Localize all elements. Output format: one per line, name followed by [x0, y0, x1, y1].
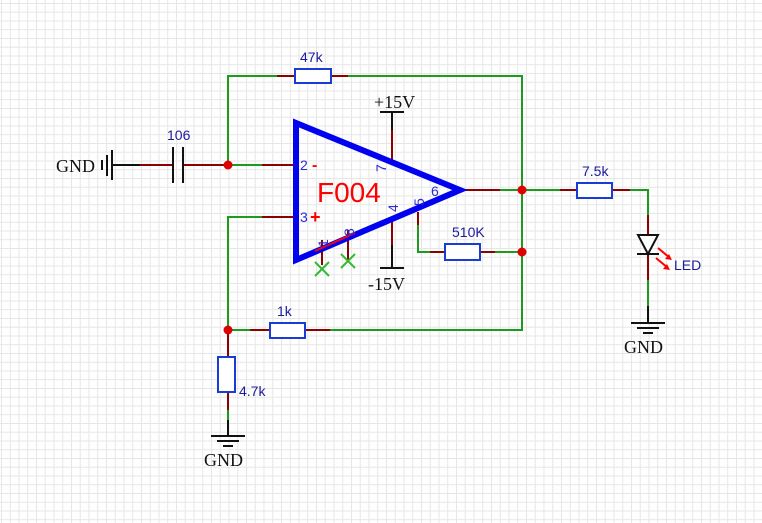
label-1k: 1k [277, 303, 293, 319]
pin-plus-sign: + [310, 207, 321, 227]
opamp-designator: F004 [317, 177, 381, 208]
label-gnd-led: GND [624, 337, 663, 357]
led[interactable] [636, 234, 672, 270]
capacitor-106[interactable] [172, 147, 184, 183]
wire-feedback-right[interactable] [330, 75, 523, 331]
label-minus-15v: -15V [368, 274, 405, 294]
label-plus-15v: +15V [374, 92, 415, 112]
resistor-510k[interactable] [444, 243, 481, 261]
resistor-7-5k[interactable] [576, 182, 613, 199]
pin-1-label: 1 [315, 239, 331, 247]
pin-8-label: 8 [341, 228, 357, 236]
label-47k: 47k [300, 49, 324, 65]
wire-led-top[interactable] [630, 189, 649, 215]
label-gnd-left: GND [56, 156, 95, 176]
wire-pin5[interactable] [417, 225, 430, 253]
pin1-8-marker [314, 232, 356, 252]
label-106: 106 [167, 127, 191, 143]
pin-2-label: 2 [300, 157, 308, 173]
wire-noninverting[interactable] [227, 216, 270, 358]
junction-dot [223, 325, 233, 335]
pin-3-label: 3 [300, 209, 308, 225]
power-symbols [380, 111, 404, 269]
wires [113, 75, 649, 420]
ground-symbol-left [101, 150, 140, 180]
pin-4-label: 4 [385, 204, 401, 212]
junction-dot [517, 185, 527, 195]
pin-5-label: 5 [411, 198, 427, 206]
pin-minus-sign: - [312, 157, 317, 174]
no-connect-marks [314, 253, 356, 277]
label-510k: 510K [452, 224, 485, 240]
label-gnd-bottom: GND [204, 450, 243, 470]
wire-feedback-left[interactable] [227, 75, 277, 165]
resistor-1k[interactable] [269, 322, 306, 339]
resistor-47k[interactable] [294, 68, 332, 84]
label-4-7k: 4.7k [239, 383, 266, 399]
junction-dot [223, 160, 233, 170]
ground-symbol-bottom [211, 420, 245, 447]
ground-symbol-led [631, 306, 665, 334]
opamp-body[interactable] [293, 118, 468, 265]
junctions [223, 160, 527, 335]
pin-wires [140, 75, 649, 410]
resistor-4-7k[interactable] [217, 356, 236, 393]
label-led: LED [674, 257, 701, 273]
label-7-5k: 7.5k [582, 163, 609, 179]
pin-6-label: 6 [431, 183, 439, 199]
pin-7-label: 7 [373, 164, 389, 172]
junction-dot [517, 247, 527, 257]
